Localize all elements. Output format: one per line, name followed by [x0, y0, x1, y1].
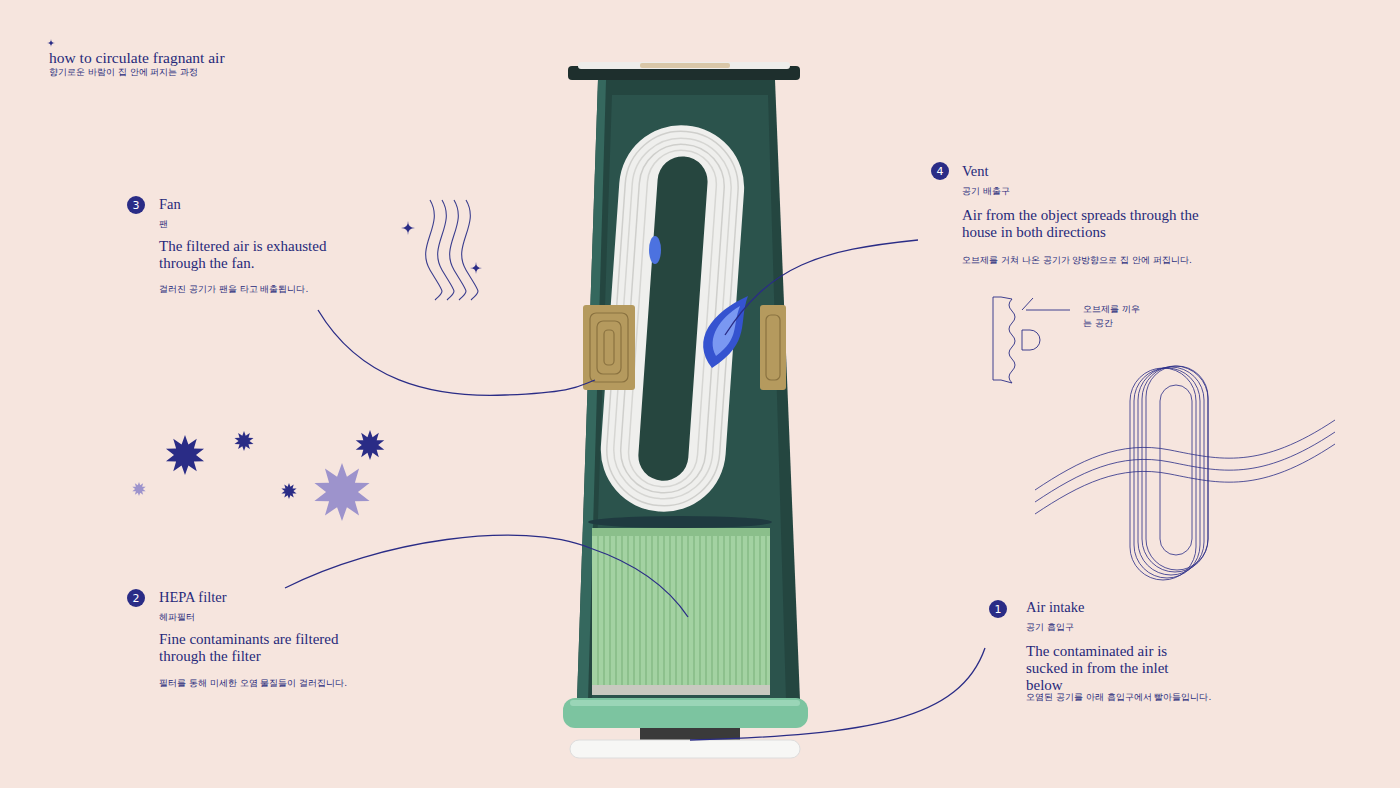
callout-number: 2	[127, 589, 145, 607]
description-ko: 걸러진 공기가 팬을 타고 배출됩니다.	[159, 284, 308, 294]
callout-number-text: 4	[937, 166, 944, 177]
description-ko: 오브제를 거쳐 나온 공기가 양방향으로 집 안에 퍼집니다.	[962, 255, 1192, 265]
leader-lines	[285, 240, 985, 740]
description: The filtered air is exhausted through th…	[159, 238, 364, 272]
loop-sketch	[1035, 366, 1335, 580]
part-name: Air intake	[1026, 599, 1084, 616]
callout-number-text: 2	[133, 593, 140, 604]
part-name-ko: 헤파필터	[159, 612, 195, 622]
title: how to circulate fragnant air	[49, 49, 225, 67]
sketch-note: 오브제를 끼우는 공간	[1083, 302, 1145, 330]
callout-number-text: 3	[133, 200, 140, 211]
wave-lines	[426, 200, 478, 300]
part-name: Fan	[159, 196, 181, 213]
callout-number-text: 1	[995, 604, 1002, 615]
starbursts	[132, 430, 384, 521]
description-ko: 오염된 공기를 아래 흡입구에서 빨아들입니다.	[1026, 692, 1211, 702]
description: The contaminated air is sucked in from t…	[1026, 643, 1198, 694]
side-view-sketch	[993, 297, 1070, 383]
part-name-ko: 공기 배출구	[962, 186, 1010, 196]
part-name-ko: 팬	[159, 219, 168, 229]
callout-number: 3	[127, 196, 145, 214]
callout-number: 1	[989, 600, 1007, 618]
sparkle	[470, 262, 482, 274]
callout-number: 4	[931, 162, 949, 180]
sparkle	[47, 39, 55, 47]
sparkle	[401, 221, 415, 235]
description: Fine contaminants are filtered through t…	[159, 631, 371, 665]
part-name-ko: 공기 흡입구	[1026, 622, 1074, 632]
part-name: Vent	[962, 163, 989, 180]
part-name: HEPA filter	[159, 589, 227, 606]
subtitle: 향기로운 바람이 집 안에 퍼지는 과정	[49, 67, 198, 77]
description: Air from the object spreads through the …	[962, 207, 1210, 241]
air-purifier	[563, 62, 808, 758]
description-ko: 필터를 통해 미세한 오염 물질들이 걸러집니다.	[159, 678, 347, 688]
